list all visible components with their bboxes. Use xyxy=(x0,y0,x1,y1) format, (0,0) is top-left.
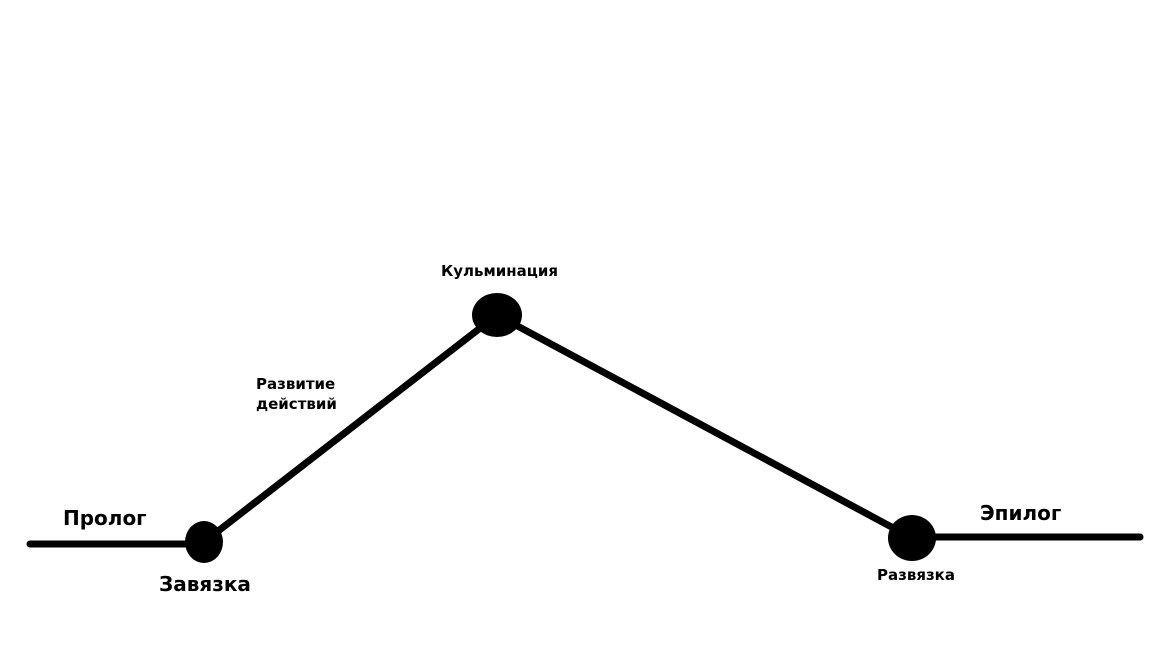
resolution-node xyxy=(888,515,936,561)
falling-action-line xyxy=(493,311,916,542)
prologue-label: Пролог xyxy=(63,506,147,530)
resolution-label: Развязка xyxy=(877,566,955,584)
rising-action-label: Развитие действий xyxy=(256,375,337,414)
epilogue-label: Эпилог xyxy=(980,501,1062,525)
exposition-node xyxy=(185,521,223,563)
rising-action-line xyxy=(200,311,501,546)
climax-label: Кульминация xyxy=(441,262,559,280)
rising-action-label-line-1: Развитие xyxy=(256,375,336,393)
exposition-label: Завязка xyxy=(159,572,251,596)
rising-action-label-line-2: действий xyxy=(256,394,337,413)
climax-node xyxy=(472,293,522,337)
